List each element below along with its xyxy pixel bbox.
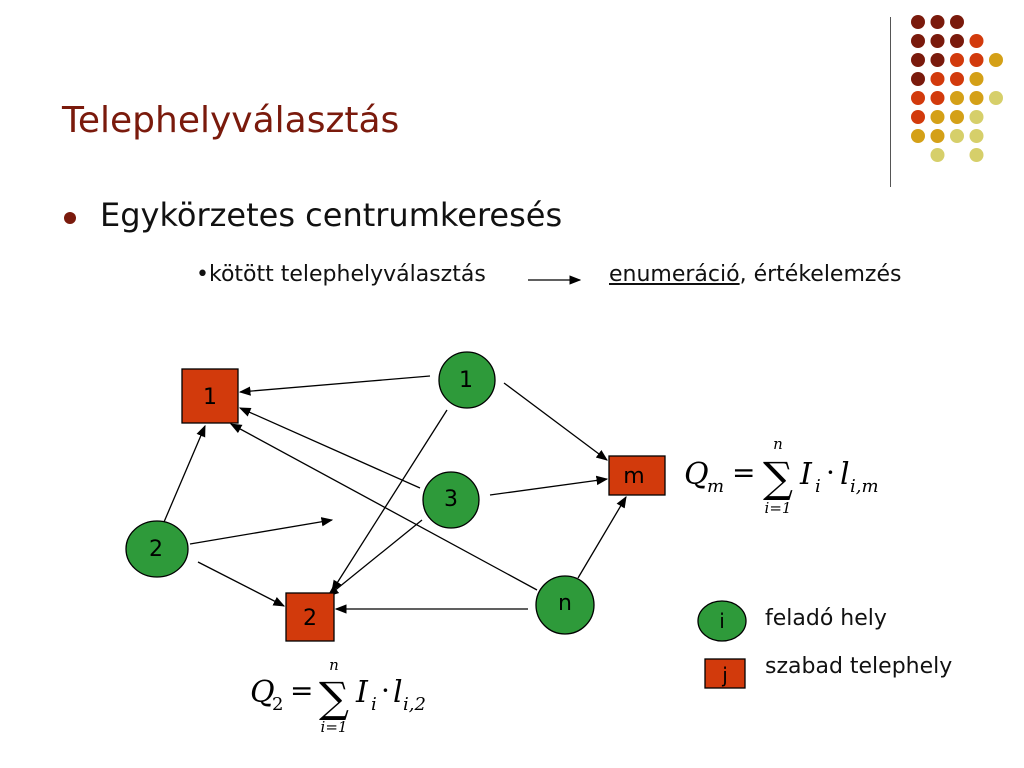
- decorative-dot: [950, 91, 964, 105]
- decorative-dot: [969, 53, 984, 67]
- legend-site-label: szabad telephely: [765, 654, 953, 679]
- formula-m-lhs: Q: [684, 457, 709, 492]
- site-node-2: [285, 592, 335, 642]
- formula-m-eq: =: [732, 456, 755, 489]
- decorative-dot: [930, 34, 945, 48]
- decorative-dot: [950, 110, 964, 124]
- decorative-dot: [930, 53, 945, 67]
- formula-2-lhs: Q: [250, 675, 275, 710]
- formula-q-2: Q 2 = n ∑ i=1 I i · l i,2: [250, 656, 426, 736]
- sub-bullet: •kötött telephelyválasztás: [196, 262, 486, 287]
- decorative-dot: [950, 129, 964, 143]
- decorative-dot: [989, 53, 1003, 67]
- formula-2-upper: n: [329, 656, 339, 674]
- legend-site-symbol-label: j: [721, 663, 728, 687]
- formula-m-term-i-sub: i: [815, 476, 821, 497]
- edge-s1-tm: [503, 382, 608, 461]
- bullet-text: Egykörzetes centrumkeresés: [100, 196, 563, 234]
- decorative-dot: [989, 91, 1003, 105]
- decorative-dot: [950, 53, 964, 67]
- decorative-dot: [930, 110, 945, 124]
- decorative-dot: [911, 15, 925, 29]
- edge-sn-tm: [577, 495, 627, 579]
- source-node-3: [422, 471, 480, 529]
- edge-sn-t1: [229, 423, 538, 591]
- formula-m-lhs-sub: m: [707, 476, 724, 497]
- site-node-1: [181, 368, 239, 424]
- decorative-dot: [969, 129, 984, 143]
- decorative-dot: [930, 129, 945, 143]
- legend-source-symbol-label: i: [719, 609, 725, 633]
- decorative-dot: [911, 53, 925, 67]
- formula-q-m: Q m = n ∑ i=1 I i · l i,m: [684, 435, 879, 517]
- sub-bullet-result: enumeráció, értékelemzés: [609, 262, 901, 287]
- edge-s2-t1: [163, 424, 206, 523]
- edge-s3-t1: [238, 407, 421, 489]
- decorative-dot: [950, 72, 964, 86]
- formula-m-sigma: ∑: [763, 453, 793, 502]
- decorative-dot: [950, 15, 964, 29]
- edge-s1-t1: [238, 375, 431, 396]
- site-label-2: 2: [303, 606, 317, 631]
- formula-2-term-i: I: [355, 675, 369, 710]
- bullet-marker: [64, 212, 76, 224]
- decorative-dot: [911, 129, 925, 143]
- source-label-1: 1: [459, 368, 473, 393]
- decorative-dot: [969, 148, 984, 162]
- formula-2-lower: i=1: [321, 718, 348, 736]
- decorative-dot: [911, 110, 925, 124]
- legend-site-symbol: [704, 658, 746, 689]
- edge-s2-t2: [197, 561, 286, 607]
- evaluation-text: , értékelemzés: [739, 262, 902, 287]
- source-label-2: 2: [149, 537, 163, 562]
- enumeration-text: enumeráció: [609, 262, 740, 287]
- source-node-2: [125, 520, 189, 578]
- formula-m-term-i: I: [799, 457, 813, 492]
- site-label-1: 1: [203, 385, 217, 410]
- edge-s3-t2: [327, 519, 423, 597]
- edge-s3-tm: [489, 475, 609, 496]
- source-label-3: 3: [444, 487, 458, 512]
- formula-m-dot: ·: [826, 456, 835, 489]
- formula-m-term-l: l: [840, 457, 850, 492]
- decorative-dot: [930, 72, 945, 86]
- decorative-dot: [911, 34, 925, 48]
- legend-source-symbol: [697, 600, 747, 642]
- legend-source-label: feladó hely: [765, 606, 887, 631]
- source-label-n: n: [558, 591, 572, 616]
- page-title: Telephelyválasztás: [62, 100, 400, 141]
- site-label-m: m: [623, 464, 644, 489]
- formula-2-sigma: ∑: [319, 673, 349, 722]
- formula-2-term-l: l: [393, 675, 403, 710]
- edge-s2-open: [189, 517, 334, 545]
- formula-2-term-i-sub: i: [371, 694, 377, 715]
- sub-bullet-marker: •: [196, 262, 209, 287]
- decorative-dot: [969, 34, 984, 48]
- decorative-dot: [969, 72, 984, 86]
- decorative-dot: [930, 91, 945, 105]
- decorative-dot: [911, 91, 925, 105]
- site-node-m: [608, 455, 666, 496]
- decorative-dot: [930, 15, 945, 29]
- decorative-dot: [950, 34, 964, 48]
- decorative-dot: [969, 110, 984, 124]
- source-node-1: [438, 351, 496, 409]
- decorative-dot: [911, 72, 925, 86]
- sub-bullet-text: kötött telephelyválasztás: [208, 262, 486, 287]
- formula-2-dot: ·: [381, 674, 390, 707]
- formula-m-term-l-sub: i,m: [850, 476, 879, 497]
- decorative-dot: [930, 148, 945, 162]
- formula-m-lower: i=1: [765, 499, 792, 517]
- edge-s1-t2: [331, 409, 448, 592]
- source-node-n: [535, 575, 595, 635]
- formula-2-eq: =: [290, 674, 313, 707]
- formula-2-term-l-sub: i,2: [403, 694, 426, 715]
- decorative-dot: [969, 91, 984, 105]
- formula-2-lhs-sub: 2: [272, 694, 283, 715]
- decorative-vertical-line: [890, 17, 891, 187]
- formula-m-upper: n: [773, 435, 783, 453]
